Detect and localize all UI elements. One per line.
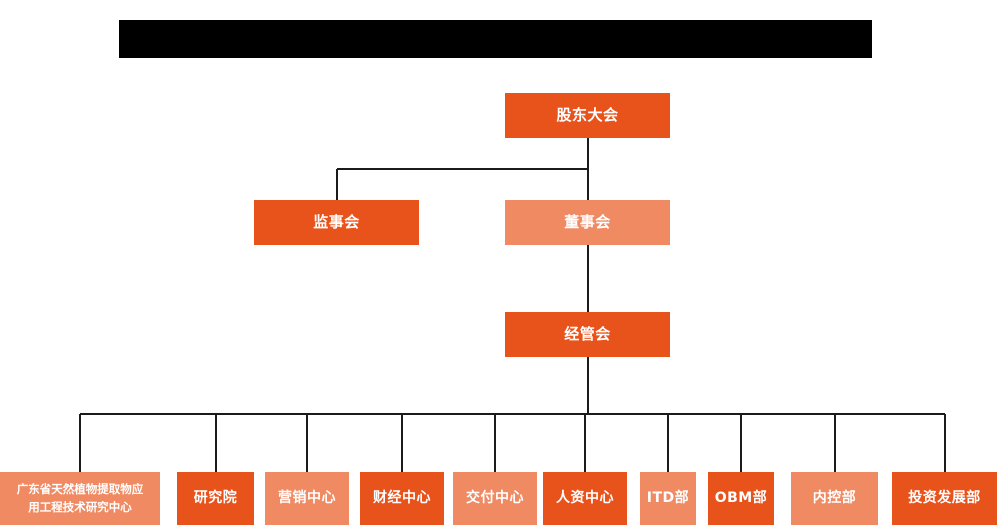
org-node-label: 广东省天然植物提取物应用工程技术研究中心 xyxy=(16,482,144,514)
org-node-finance[interactable]: 财经中心 xyxy=(360,472,444,525)
connector-line-horizontal xyxy=(336,168,588,170)
org-node-internal-control[interactable]: 内控部 xyxy=(791,472,878,525)
org-node-label: 财经中心 xyxy=(373,489,431,506)
connector-line-vertical xyxy=(79,414,81,472)
connector-line-vertical xyxy=(586,357,589,414)
connector-line-vertical xyxy=(586,245,589,312)
org-node-label: 内控部 xyxy=(812,489,857,506)
org-node-shareholders[interactable]: 股东大会 xyxy=(505,93,670,138)
connector-line-vertical xyxy=(586,138,589,200)
connector-line-vertical xyxy=(335,169,338,200)
redacted-title-banner xyxy=(119,20,872,58)
org-node-label: 人资中心 xyxy=(556,489,614,506)
org-node-rd-center[interactable]: 广东省天然植物提取物应用工程技术研究中心 xyxy=(0,472,160,525)
org-node-label: 股东大会 xyxy=(556,106,619,125)
org-node-hr[interactable]: 人资中心 xyxy=(543,472,627,525)
connector-line-vertical xyxy=(740,414,742,472)
org-node-marketing[interactable]: 营销中心 xyxy=(265,472,349,525)
org-node-label: 营销中心 xyxy=(278,489,336,506)
org-node-label: 监事会 xyxy=(313,213,360,232)
org-node-label: 董事会 xyxy=(564,213,611,232)
org-node-label: 投资发展部 xyxy=(908,489,981,506)
org-node-label: 研究院 xyxy=(193,489,238,506)
org-node-label: 经管会 xyxy=(564,325,611,344)
org-node-directors[interactable]: 董事会 xyxy=(505,200,670,245)
connector-line-vertical xyxy=(833,414,836,472)
connector-line-vertical xyxy=(584,414,586,472)
org-node-label: ITD部 xyxy=(646,489,690,506)
org-node-label: OBM部 xyxy=(714,489,768,506)
org-node-supervisors[interactable]: 监事会 xyxy=(254,200,419,245)
connector-line-vertical xyxy=(494,414,496,472)
connector-line-vertical xyxy=(667,414,669,472)
org-node-itd[interactable]: ITD部 xyxy=(640,472,696,525)
connector-line-vertical xyxy=(401,414,403,472)
org-node-delivery[interactable]: 交付中心 xyxy=(453,472,537,525)
org-node-investment[interactable]: 投资发展部 xyxy=(892,472,997,525)
connector-line-vertical xyxy=(214,414,217,472)
connector-line-horizontal xyxy=(80,413,945,415)
org-node-obm[interactable]: OBM部 xyxy=(708,472,774,525)
org-node-management[interactable]: 经管会 xyxy=(505,312,670,357)
org-node-label: 交付中心 xyxy=(466,489,524,506)
org-node-institute[interactable]: 研究院 xyxy=(177,472,254,525)
connector-line-vertical xyxy=(306,414,308,472)
connector-line-vertical xyxy=(943,414,946,472)
